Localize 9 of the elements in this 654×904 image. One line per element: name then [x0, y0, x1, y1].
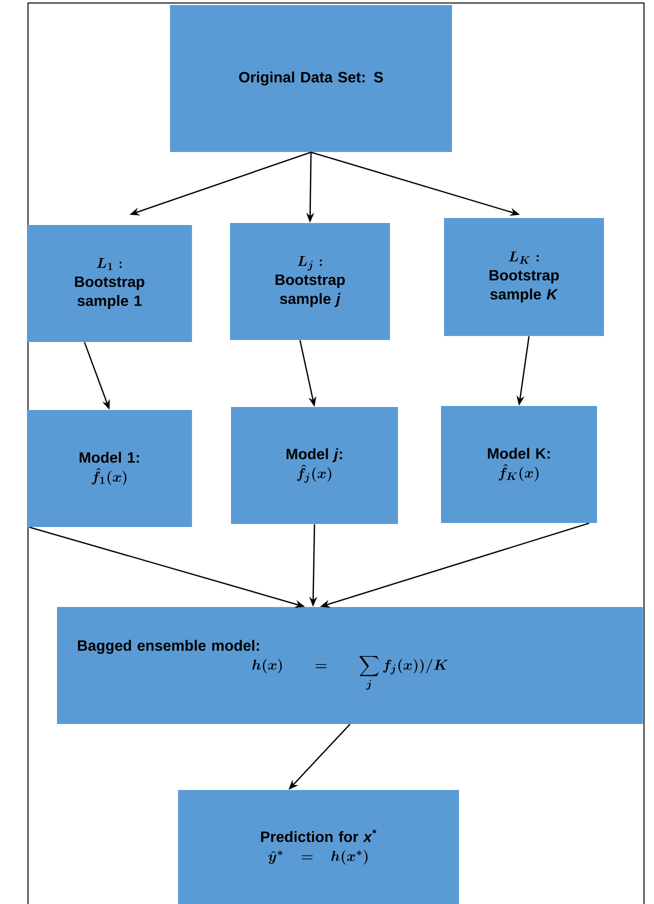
process-box: $L_1:$ Bootstrap sample 1: [27, 225, 192, 342]
process-box: Model K: $\hat{f}_K(x)$: [441, 406, 597, 523]
process-box: $L_j:$ Bootstrap sample j: [230, 223, 390, 340]
process-box: Bagged ensemble model: $h(x) = \sum_j f_j(x))/K$: [57, 607, 643, 724]
process-box: Model 1: $\hat{f}_1(x)$: [27, 410, 192, 527]
process-box: $L_K:$ Bootstrap sample K: [444, 218, 604, 336]
process-box: Original Data Set: S: [170, 5, 452, 152]
process-box: Prediction for x$^{*}$ $\hat{y}^{*} = h(x^{*})$: [178, 790, 459, 904]
process-box: Model j: $\hat{f}_j(x)$: [231, 407, 398, 524]
